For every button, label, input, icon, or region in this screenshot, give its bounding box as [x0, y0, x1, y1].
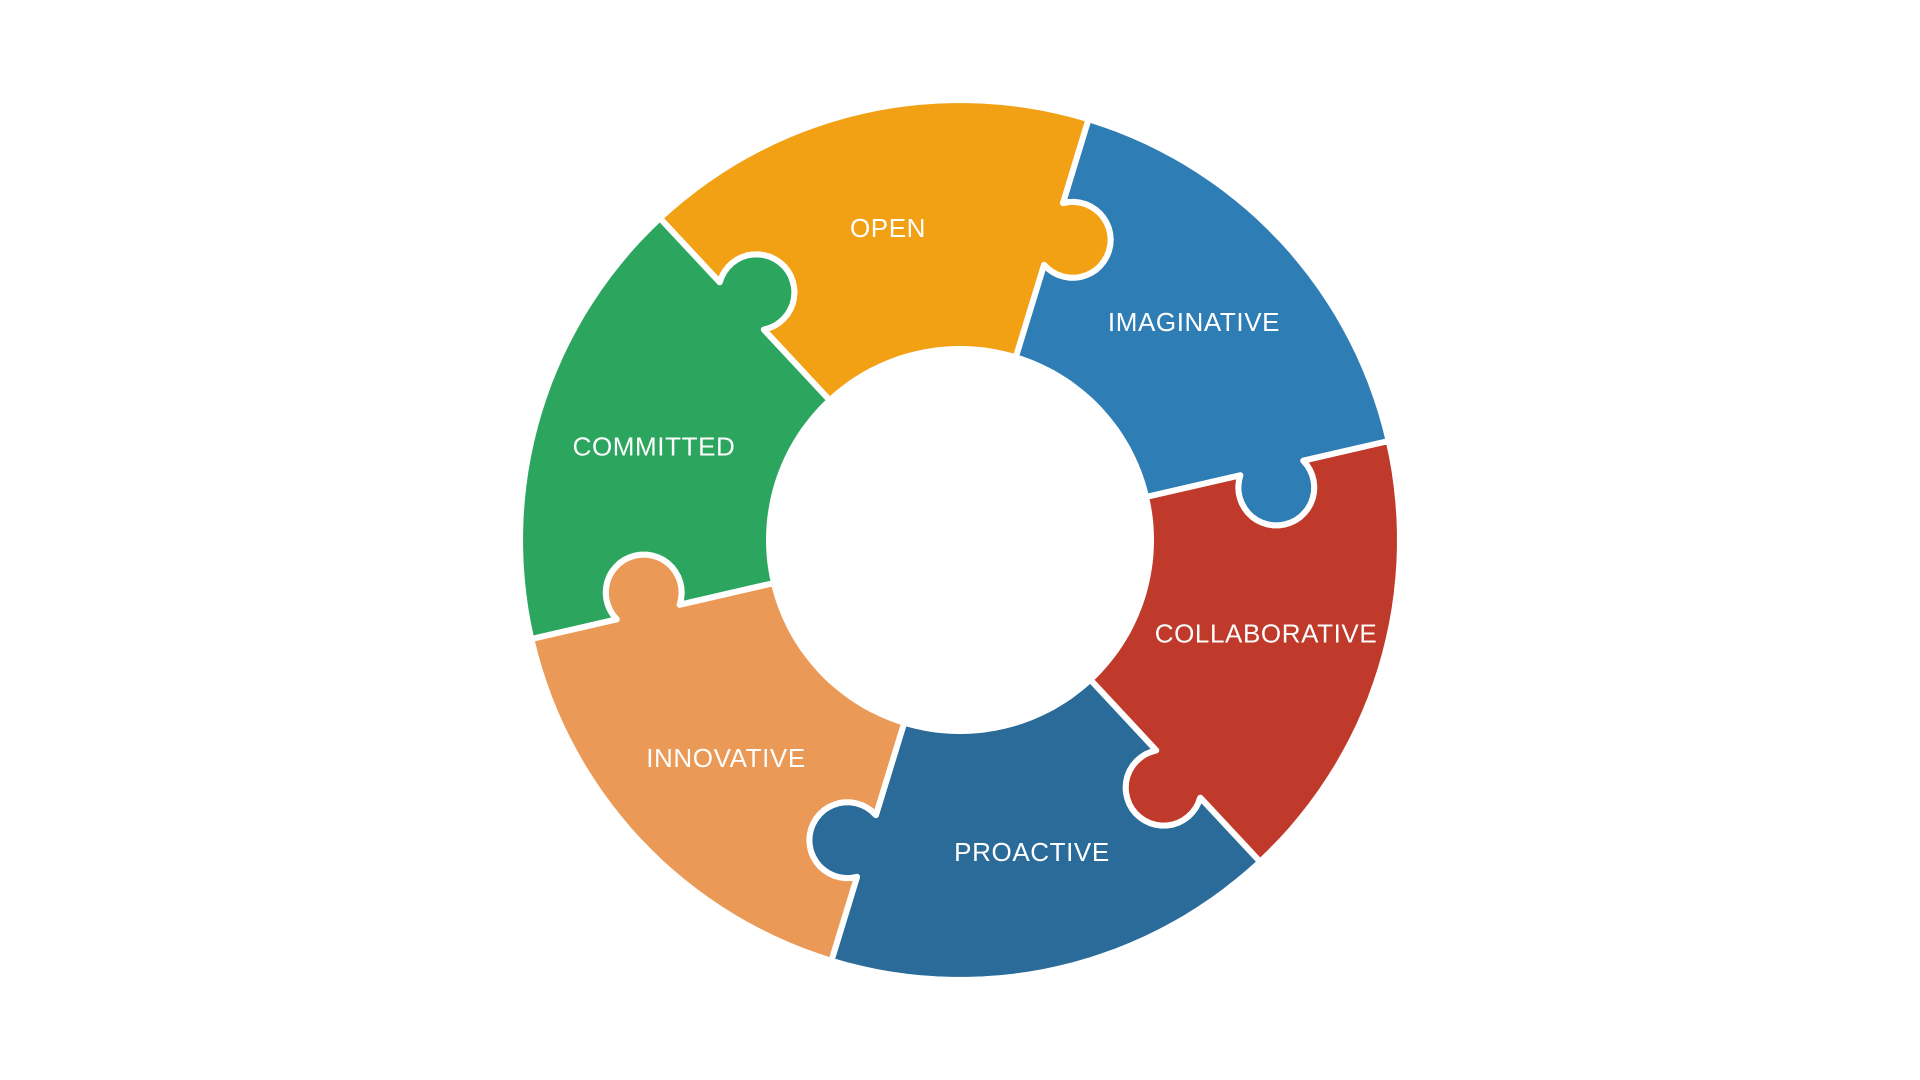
- puzzle-piece-label-committed: COMMITTED: [573, 431, 736, 461]
- puzzle-piece-label-imaginative: IMAGINATIVE: [1108, 307, 1280, 337]
- puzzle-piece-collaborative: [1087, 438, 1403, 865]
- puzzle-piece-label-open: OPEN: [850, 213, 926, 243]
- puzzle-piece-label-proactive: PROACTIVE: [954, 837, 1110, 867]
- puzzle-piece-label-collaborative: COLLABORATIVE: [1155, 619, 1378, 649]
- puzzle-piece-label-innovative: INNOVATIVE: [646, 743, 806, 773]
- puzzle-piece-committed: [517, 215, 833, 642]
